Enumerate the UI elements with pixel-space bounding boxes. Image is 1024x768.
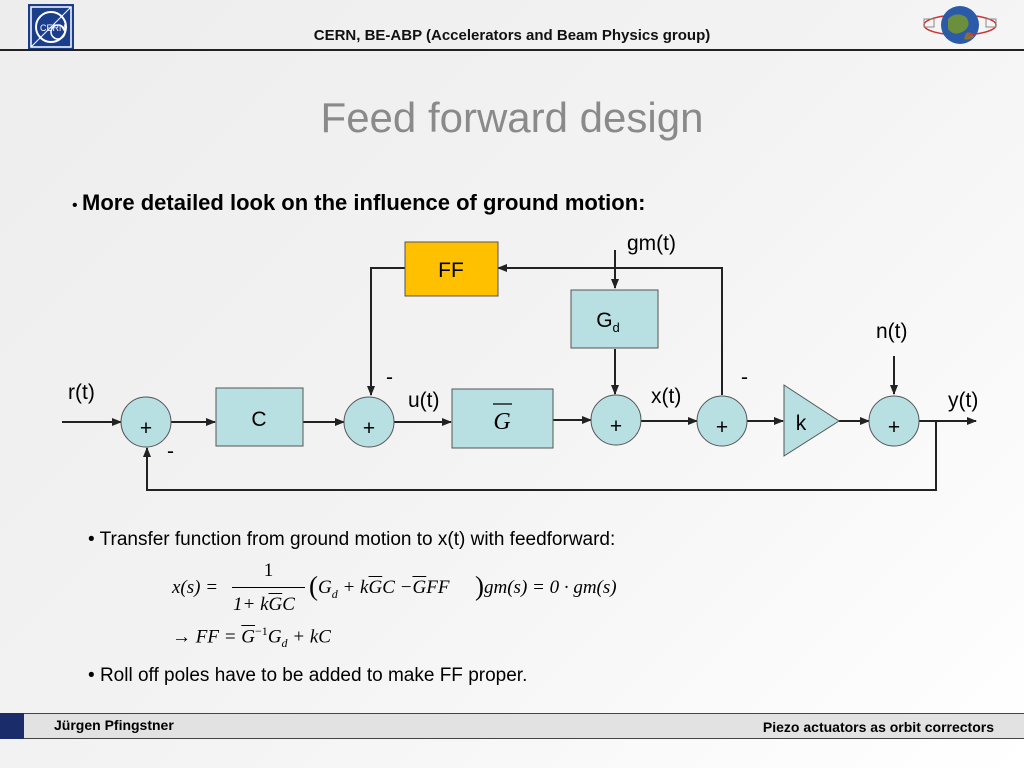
- sum-junction-2: [343, 396, 395, 448]
- signal-n: n(t): [876, 320, 908, 343]
- footer-bar: [0, 713, 1024, 739]
- c-block: [215, 387, 304, 447]
- gd-label-sub: d: [613, 320, 620, 335]
- formula1-den-a: 1+ k: [233, 594, 269, 615]
- signal-r: r(t): [68, 381, 95, 404]
- formula1-fraction-bar: [232, 587, 305, 588]
- rolloff-bullet: • Roll off poles have to be added to mak…: [88, 665, 528, 686]
- formula1-den-b: C: [282, 594, 295, 615]
- formula1-paren-close: ): [475, 571, 484, 601]
- g-block: [451, 388, 554, 449]
- signal-y: y(t): [948, 389, 978, 412]
- ff-block: [404, 241, 499, 297]
- formula1-denominator: 1+ kGC: [233, 594, 295, 616]
- formula2-b: G: [267, 626, 282, 648]
- gd-label-main: G: [596, 309, 612, 332]
- plus-2: +: [363, 417, 375, 440]
- g-label: G: [493, 409, 510, 435]
- main-bullet-text: More detailed look on the influence of g…: [82, 190, 646, 215]
- c-label: C: [251, 408, 266, 431]
- sum-junction-4: [696, 395, 748, 447]
- main-bullet: • More detailed look on the influence of…: [72, 190, 646, 215]
- cern-logo: CERN: [28, 4, 74, 50]
- sum-junction-5: [868, 395, 920, 447]
- sum-junction-1: [120, 396, 172, 448]
- formula1-t1: G: [318, 577, 332, 598]
- formula1-den-g: G: [268, 594, 283, 615]
- plus-4: +: [716, 416, 728, 439]
- rolloff-bullet-text: Roll off poles have to be added to make …: [99, 665, 528, 686]
- formula1-paren-open: (: [309, 571, 318, 601]
- signal-gm: gm(t): [627, 232, 676, 255]
- footer-accent: [0, 713, 24, 739]
- formula1-numerator: 1: [263, 560, 274, 581]
- block-diagram: FF Gd C G k + + + + + - - - r(t) u(t) x(…: [62, 232, 978, 491]
- signal-x: x(t): [651, 385, 681, 408]
- formula2-g: G: [241, 626, 256, 648]
- plus-1: +: [140, 417, 152, 440]
- globe-logo: [920, 3, 1000, 47]
- formula1-t2-b: C −: [382, 577, 413, 598]
- signal-lines: [62, 250, 977, 491]
- formula-transfer: x(s) = 1 1+ kGC ( Gd + kGC −GFF ) gm(s) …: [172, 560, 652, 620]
- minus-x: -: [741, 366, 748, 389]
- footer-talk-title: Piezo actuators as orbit correctors: [762, 719, 994, 735]
- transfer-bullet-text: Transfer function from ground motion to …: [99, 529, 616, 550]
- ff-label: FF: [438, 259, 464, 282]
- sum-junction-3: [590, 394, 642, 446]
- header-title: CERN, BE-ABP (Accelerators and Beam Phys…: [313, 27, 711, 44]
- header-divider: [0, 49, 1024, 51]
- formula1-t3-g: G: [412, 577, 427, 598]
- formula2-b-sub: d: [281, 636, 288, 651]
- gd-block: [570, 289, 659, 349]
- formula2-arrow: →: [172, 626, 191, 648]
- minus-feedback: -: [167, 440, 174, 463]
- footer-author: Jürgen Pfingstner: [54, 717, 174, 733]
- transfer-bullet: • Transfer function from ground motion t…: [88, 529, 616, 550]
- formula-ff: → FF = G−1Gd + kC: [172, 624, 331, 651]
- signal-u: u(t): [408, 389, 440, 412]
- formula1-rhs: gm(s) = 0 · gm(s): [484, 577, 617, 598]
- logo-text: CERN: [40, 23, 66, 33]
- formula1-t2-g: G: [368, 577, 383, 598]
- k-label: k: [796, 412, 807, 435]
- formula1-body: Gd + kGC −GFF: [318, 577, 449, 602]
- gd-label: Gd: [596, 309, 620, 335]
- formula2-sup: −1: [255, 624, 268, 638]
- formula1-t3-b: FF: [426, 577, 450, 598]
- formula2-c: + kC: [292, 626, 331, 648]
- plus-3: +: [610, 415, 622, 438]
- minus-ff: -: [386, 366, 393, 389]
- slide-title: Feed forward design: [320, 94, 704, 141]
- k-gain: [783, 384, 840, 457]
- plus-5: +: [888, 416, 900, 439]
- formula1-t2: + k: [337, 577, 369, 598]
- formula1-t1-sub: d: [331, 586, 338, 601]
- formula2-a: FF =: [195, 626, 237, 648]
- formula1-lhs: x(s) =: [172, 577, 219, 598]
